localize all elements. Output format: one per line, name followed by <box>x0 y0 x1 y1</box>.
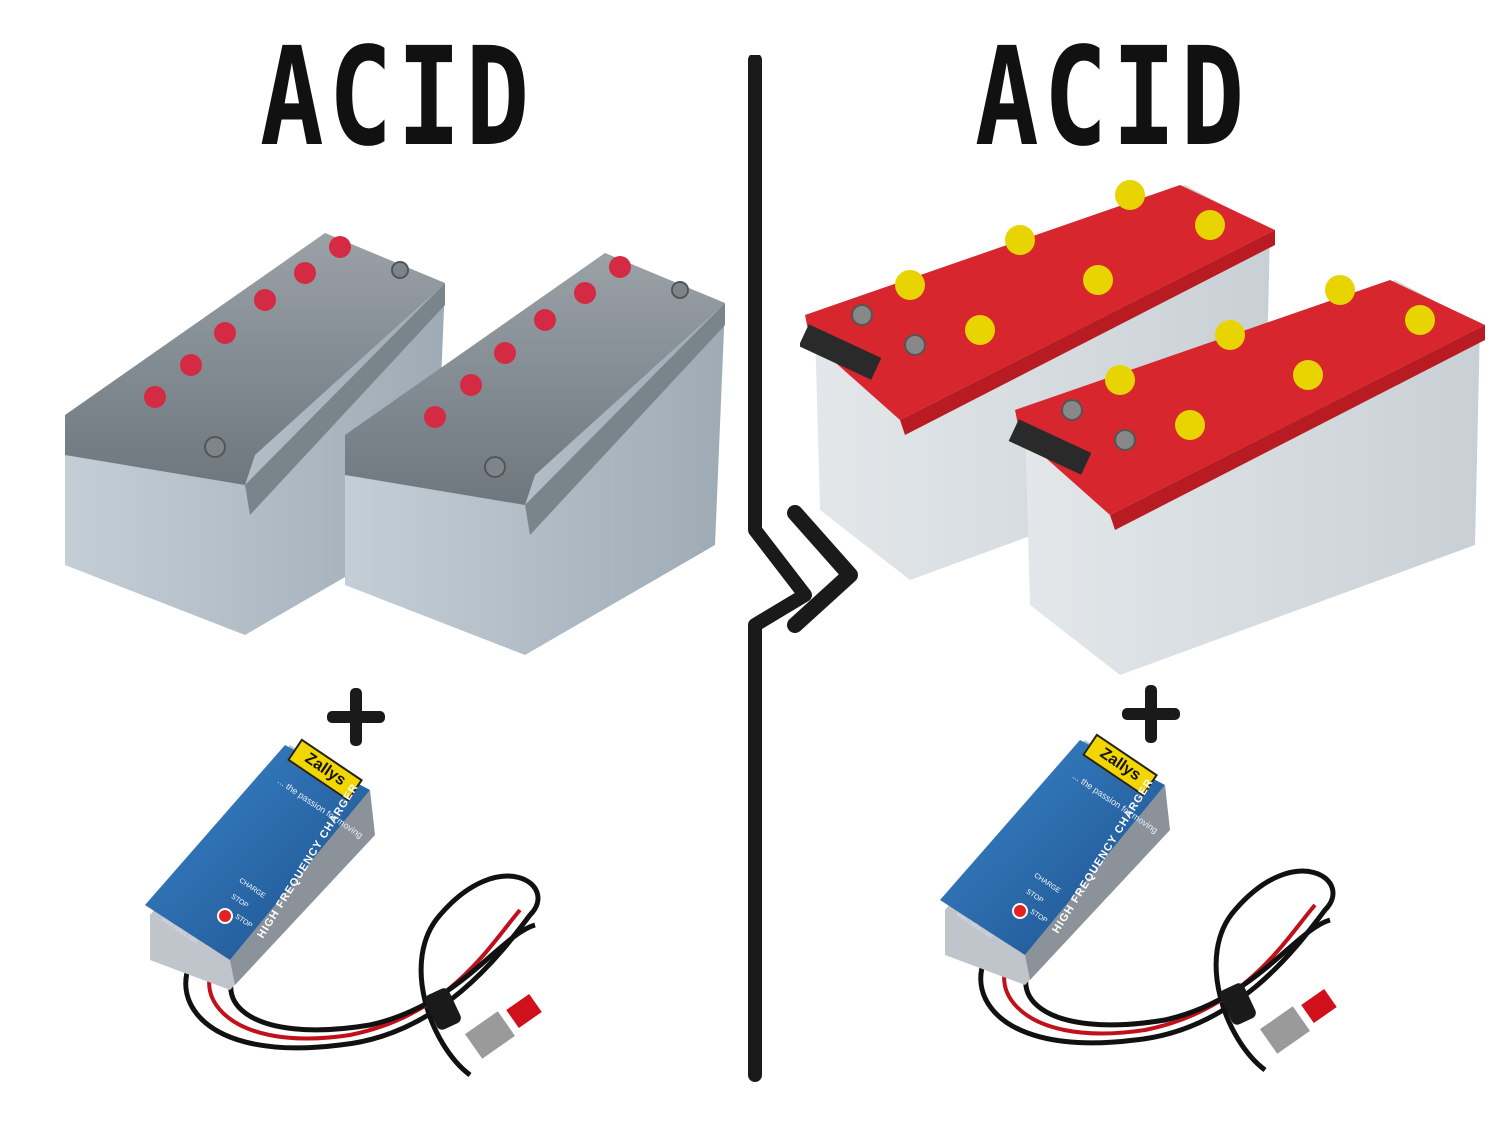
right-title: ACID <box>974 19 1250 177</box>
right-charger-stop-button[interactable] <box>1012 903 1028 919</box>
red-battery-2 <box>1008 275 1485 675</box>
right-plus-icon <box>1122 685 1180 743</box>
left-batteries <box>65 233 725 655</box>
right-charger: Zallys ... the passion for moving HIGH F… <box>935 733 1355 1080</box>
left-charger-stop-button[interactable] <box>217 908 233 924</box>
chevron-double-right-icon <box>787 505 858 633</box>
left-plus-icon <box>327 688 385 746</box>
left-title: ACID <box>259 19 535 177</box>
divider-line <box>748 55 858 1082</box>
left-charger: Zallys ... the passion for moving HIGH F… <box>140 738 560 1085</box>
grey-battery-2 <box>345 253 725 655</box>
right-batteries <box>800 180 1485 675</box>
